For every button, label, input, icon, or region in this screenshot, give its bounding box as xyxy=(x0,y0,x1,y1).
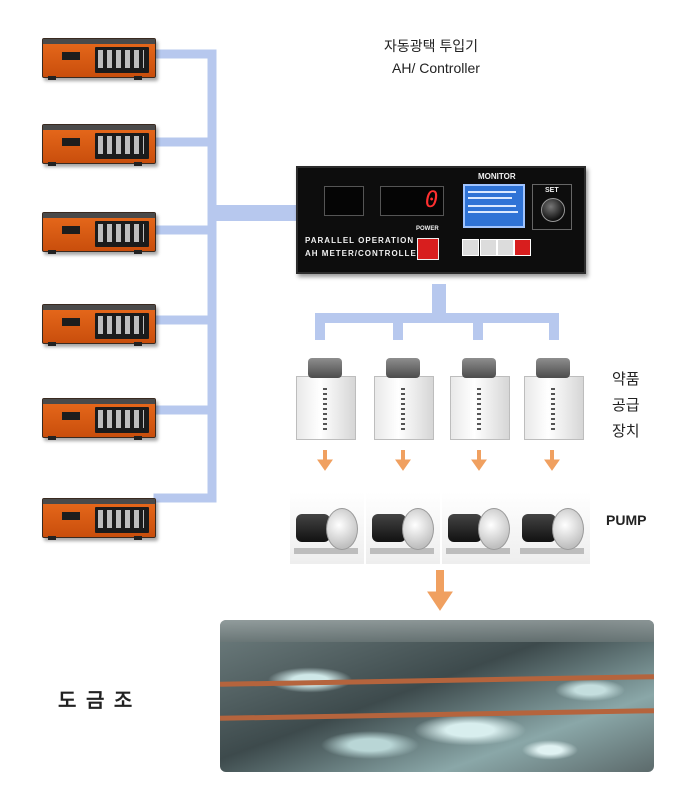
power-label: POWER xyxy=(416,226,439,232)
monitor-label: MONITOR xyxy=(478,172,516,181)
set-label: SET xyxy=(545,187,559,194)
dosing-label-line2: 공급 xyxy=(612,397,640,414)
panel-title-line1: PARALLEL OPERATION xyxy=(305,236,415,245)
controller-feed-bar xyxy=(212,205,296,221)
pump-unit xyxy=(442,492,516,564)
display-window xyxy=(324,186,364,216)
down-arrow-icon xyxy=(317,450,333,471)
rectifier-unit xyxy=(42,498,156,540)
dosing-distribution-line xyxy=(315,313,559,340)
pump-unit xyxy=(516,492,590,564)
set-knob-icon[interactable] xyxy=(541,198,565,222)
up-button[interactable] xyxy=(480,239,497,256)
dosing-unit xyxy=(518,354,588,440)
display-window xyxy=(380,186,444,216)
pump-label: PUMP xyxy=(606,512,647,528)
counter-digit: 0 xyxy=(425,188,439,213)
down-arrow-icon xyxy=(395,450,411,471)
dosing-label-line3: 장치 xyxy=(612,423,640,440)
controller-title-korean: 자동광택 투입기 xyxy=(384,38,479,54)
dosing-unit xyxy=(444,354,514,440)
pump-unit xyxy=(366,492,440,564)
plating-tank-image xyxy=(220,620,654,772)
rectifier-unit xyxy=(42,212,156,254)
pump-unit xyxy=(290,492,364,564)
rectifier-unit xyxy=(42,124,156,166)
rectifier-unit xyxy=(42,304,156,346)
rectifier-unit xyxy=(42,398,156,440)
dosing-unit xyxy=(290,354,360,440)
set-knob-frame xyxy=(532,184,572,230)
dosing-unit xyxy=(368,354,438,440)
dosing-label-line1: 약품 xyxy=(612,371,640,388)
mode-button[interactable] xyxy=(462,239,479,256)
controller-title-english: AH/ Controller xyxy=(392,60,480,76)
reset-button[interactable] xyxy=(514,239,531,256)
down-button[interactable] xyxy=(497,239,514,256)
rectifier-unit xyxy=(42,38,156,80)
down-arrow-icon xyxy=(544,450,560,471)
panel-title-line2: AH METER/CONTROLLER xyxy=(305,249,424,258)
plating-tank-label: 도 금 조 xyxy=(58,690,135,712)
down-arrow-icon xyxy=(471,450,487,471)
monitor-screen xyxy=(463,184,525,228)
controller-output-bar xyxy=(432,284,446,314)
power-button[interactable] xyxy=(417,238,439,260)
down-arrow-icon xyxy=(427,570,453,611)
